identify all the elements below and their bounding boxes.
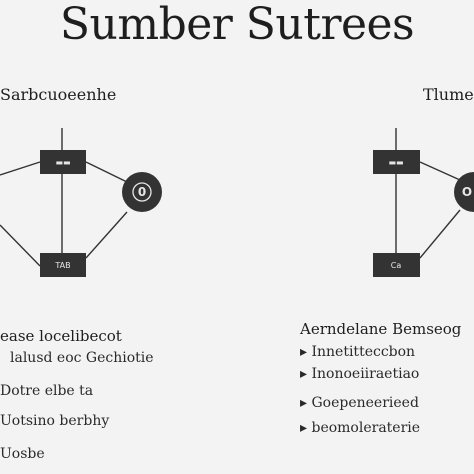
right-top-node-box: [373, 150, 420, 174]
left-bottom-node-label: TAB: [54, 261, 70, 270]
left-caption-title: ease locelibecot: [0, 327, 122, 345]
right-bullet-4-text: beomoleraterie: [311, 420, 421, 436]
left-diagram-heading: Sarbcuoeenhe: [0, 85, 117, 104]
right-caption-title: Aerndelane Bemseog: [300, 320, 462, 338]
right-bullet-3: ▸ Goepeneerieed: [300, 395, 419, 411]
left-edge-out-top: [0, 161, 41, 176]
right-bullet-3-text: Goepeneerieed: [311, 395, 419, 411]
left-circle-label: 0: [138, 185, 146, 199]
right-circle-node: [454, 172, 474, 212]
right-bullet-1-text: Innetitteccbon: [311, 344, 416, 360]
right-bullet-2-text: Inonoeiiraetiao: [311, 366, 420, 382]
right-bottom-node-label: Ca: [391, 261, 402, 270]
left-top-node-box: [40, 150, 86, 174]
left-top-node-label: ▬▬: [55, 158, 70, 167]
right-edge-to-circle: [419, 161, 461, 181]
right-bullet-4: ▸ beomoleraterie: [300, 420, 421, 436]
right-bullet-2: ▸ Inonoeiiraetiao: [300, 366, 420, 382]
left-diagram: ▬▬ TAB 0: [0, 128, 162, 277]
left-edge-bottom-to-circle: [85, 211, 128, 259]
left-bullet-3: Uotsino berbhy: [0, 413, 110, 429]
left-bullet-4: Uosbe: [0, 446, 45, 462]
left-bottom-node-box: [40, 253, 86, 277]
left-bullet-1: lalusd eoc Gechiotie: [10, 350, 154, 366]
left-edge-to-circle: [85, 161, 128, 183]
right-top-node-label: ▬▬: [388, 158, 403, 167]
left-bullet-2: Dotre elbe ta: [0, 383, 94, 399]
right-edge-bottom-to-circle: [419, 209, 461, 259]
right-bottom-node-box: [373, 253, 420, 277]
left-edge-out-bottom: [0, 224, 41, 267]
right-bullet-1: ▸ Innetitteccbon: [300, 344, 416, 360]
right-diagram: ▬▬ Ca O: [373, 128, 474, 277]
page-title: Sumber Sutrees: [59, 0, 415, 50]
left-circle-inner-ring: [132, 182, 152, 202]
right-circle-label: O: [462, 185, 472, 199]
left-circle-node: [122, 172, 162, 212]
right-diagram-heading: Tlumeb: [423, 85, 474, 104]
